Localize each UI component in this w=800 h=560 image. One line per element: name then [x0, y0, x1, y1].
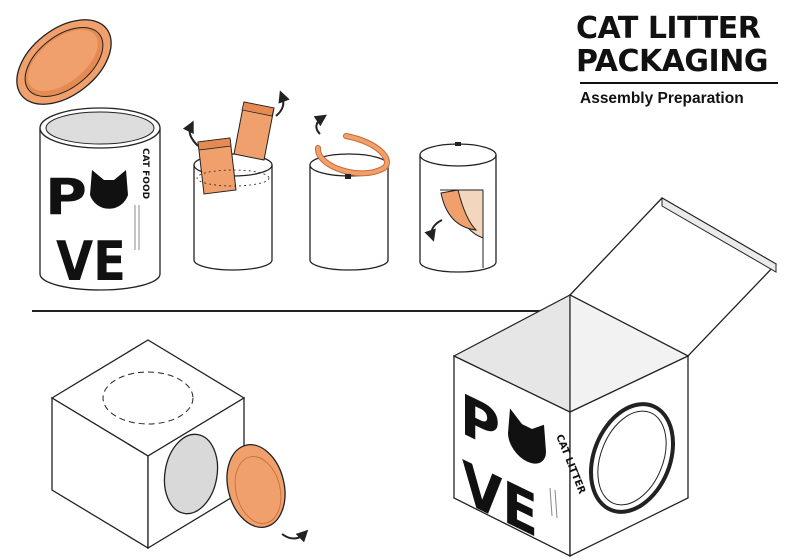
cat-head-icon [90, 170, 128, 209]
top-perforation [102, 371, 194, 425]
rotate-arrow-icon [275, 90, 290, 117]
step-1-can: P VE CAT FOOD [16, 19, 161, 293]
can-brand-p: P [45, 168, 87, 226]
title-line-1: CAT LITTER [576, 11, 761, 46]
title-divider [580, 82, 778, 84]
rotate-arrow-icon [182, 120, 199, 147]
can-brand-ve: VE [56, 230, 126, 293]
step-3-tube-with-band [309, 114, 390, 271]
cat-head-icon [508, 408, 546, 464]
can-label: CAT FOOD [140, 148, 150, 199]
side-opening [163, 433, 219, 515]
step-4-tube-with-flap [419, 142, 497, 273]
packet-left [197, 137, 237, 195]
packet-right [233, 101, 275, 161]
subtitle: Assembly Preparation [580, 90, 744, 107]
rotate-arrow-icon [424, 219, 443, 242]
step-6-open-cube: P VE CAT LITTER [452, 197, 778, 558]
rotate-arrow-icon [281, 529, 309, 543]
popped-disc [226, 444, 286, 528]
peel-flap [440, 189, 478, 231]
step-5-closed-cube [50, 339, 309, 550]
rotate-arrow-icon [313, 114, 327, 135]
step-2-tube-with-packets [182, 90, 290, 271]
can-lid [16, 19, 112, 105]
title-line-2: PACKAGING [576, 44, 768, 79]
title-block: CAT LITTER PACKAGING Assembly Preparatio… [576, 12, 780, 108]
